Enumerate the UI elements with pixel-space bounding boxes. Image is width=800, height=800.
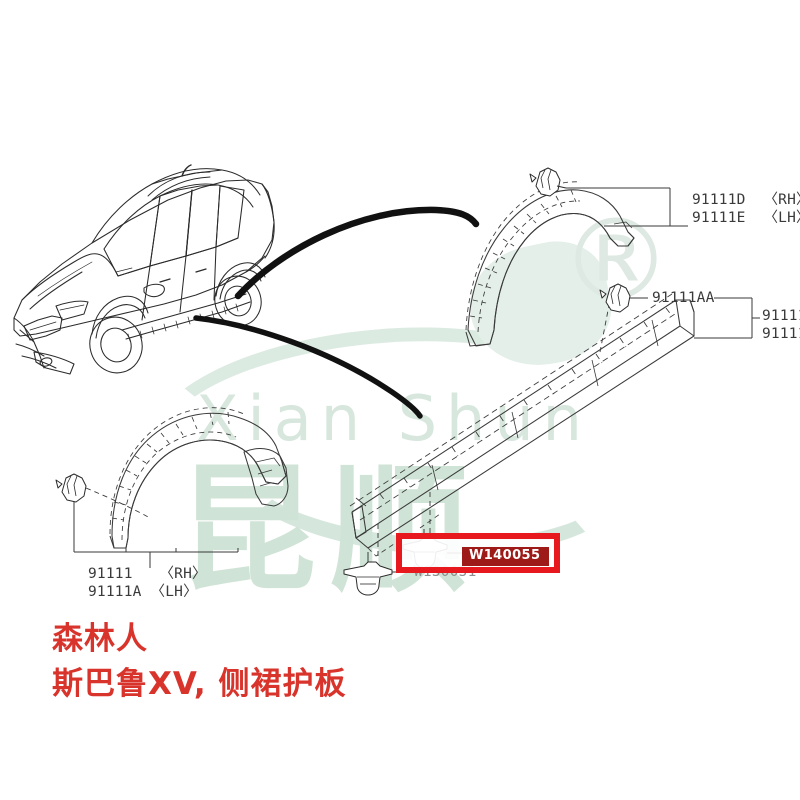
- wheel-arch-molding-lower-left: [109, 407, 289, 549]
- label-side-skirt-rh: 91111: [762, 308, 800, 324]
- watermark-latin-text: Xian Shun: [196, 382, 591, 455]
- mushroom-clip-icon: [343, 552, 393, 596]
- label-91111aa: 91111AA: [652, 290, 715, 306]
- watermark-cjk-text: 昆顺: [178, 450, 483, 611]
- push-pin-clip-icon-middle: [599, 283, 631, 313]
- leader-curve-upper: [234, 206, 480, 300]
- suv-line-art-icon: [13, 164, 275, 375]
- label-91111d-rh: 91111D 〈RH〉: [692, 192, 800, 208]
- leader-clip-lower-left-dashed: [85, 487, 151, 519]
- leader-curve-lower: [193, 315, 423, 419]
- caption-model-name: 森林人: [52, 621, 148, 657]
- bracket-lower-left: [73, 502, 239, 568]
- clip-position-guides: [377, 299, 611, 560]
- label-side-skirt-lh: 91111: [762, 326, 800, 342]
- status-badge-w140055: W140055: [462, 547, 550, 566]
- push-pin-clip-icon-upper: [529, 167, 567, 197]
- label-91111-rh: 91111 〈RH〉: [88, 566, 207, 582]
- wheel-arch-molding-upper-right: [465, 181, 635, 347]
- label-91111a-lh: 91111A 〈LH〉: [88, 584, 198, 600]
- label-91111e-lh: 91111E 〈LH〉: [692, 210, 800, 226]
- push-pin-clip-icon-lower-left: [55, 473, 87, 503]
- caption-part-description: 斯巴鲁XV, 侧裙护板: [52, 666, 347, 702]
